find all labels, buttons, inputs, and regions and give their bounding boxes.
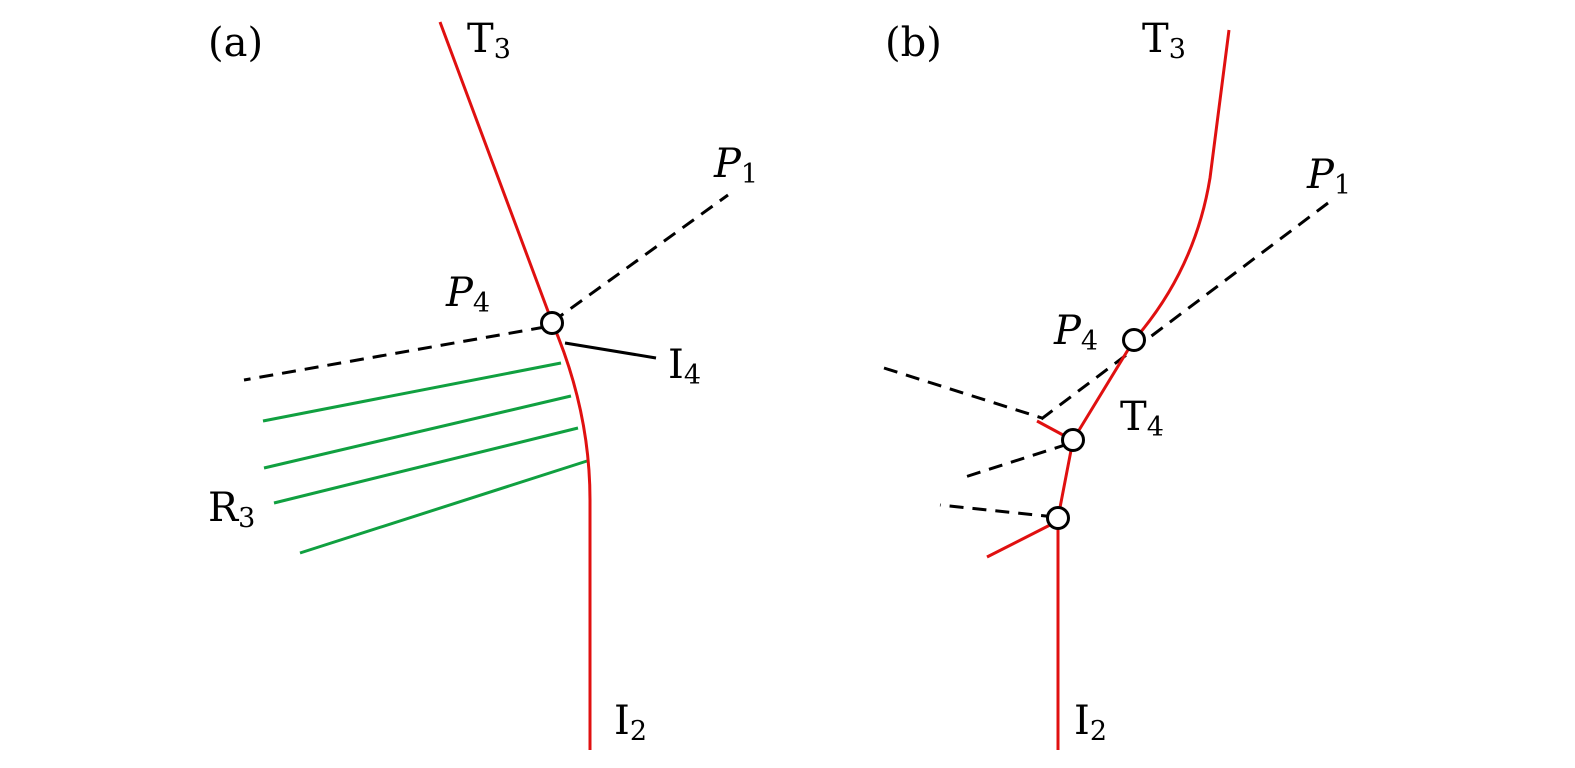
panel-a-node-p4 [540, 311, 564, 335]
panel-b-lower-dashed-line [939, 503, 1056, 519]
panel-a-label-t3: T3 [467, 16, 511, 65]
panel-b-upper-left-dashed-line [883, 366, 1043, 420]
panel-b: (b) T3 P1 P4 T4 I2 [883, 16, 1351, 750]
panel-b-label-p4: P4 [1053, 308, 1098, 357]
panel-b-node-t4 [1061, 428, 1085, 452]
panel-a-i4-line [564, 341, 657, 360]
panel-a-label-r3: R3 [208, 485, 255, 534]
panel-b-label-t4: T4 [1120, 394, 1164, 443]
panel-b-node-p4 [1122, 328, 1146, 352]
panel-a-rarefaction-line [299, 459, 588, 555]
panel-a-front-curve [438, 21, 592, 750]
panel-a-label-p4: P4 [445, 270, 490, 319]
panel-a-label-i2: I2 [614, 698, 647, 747]
panel-a-p1-dashed-line [551, 193, 729, 324]
panel-a-tag: (a) [208, 20, 263, 66]
panel-b-short-red-segment [1036, 419, 1064, 437]
panel-a-rarefaction-fan [262, 361, 588, 555]
panel-b-lower-red-segment [986, 522, 1053, 559]
panel-b-label-p1: P1 [1306, 152, 1351, 201]
panel-b-front-curve [1056, 29, 1231, 750]
panel-b-label-t3: T3 [1142, 16, 1186, 65]
panel-a-rarefaction-line [263, 394, 572, 470]
panel-b-p1-dashed-line [1039, 201, 1329, 422]
panel-a-rarefaction-line [273, 426, 579, 505]
panel-a-left-dashed-line [243, 325, 546, 382]
panel-b-tag: (b) [885, 20, 942, 66]
panel-a-label-p1: P1 [713, 141, 758, 190]
panel-a: (a) T3 P1 P4 I4 R3 I2 [208, 16, 758, 750]
panel-b-label-i2: I2 [1074, 698, 1107, 747]
panel-b-mid-dashed-line [961, 442, 1069, 480]
panel-a-label-i4: I4 [668, 342, 701, 391]
panel-a-rarefaction-line [262, 361, 562, 423]
panel-b-node-lower [1046, 506, 1070, 530]
